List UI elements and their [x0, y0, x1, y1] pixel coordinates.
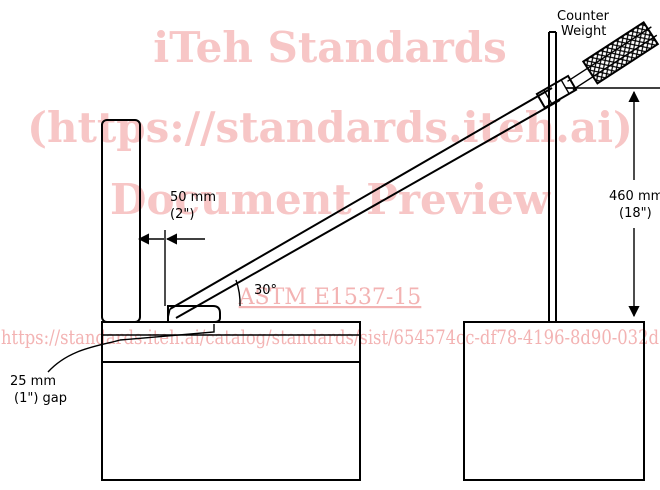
weight-label: Weight	[561, 24, 606, 39]
right-base-box	[463, 321, 645, 481]
watermark-catalog-url[interactable]: https://standards.iteh.ai/catalog/standa…	[1, 325, 659, 349]
counter-weight	[567, 20, 660, 91]
dim-460-mm-label: 460 mm	[609, 189, 660, 204]
base-plate	[167, 305, 221, 323]
watermark-line-2: (https://standards.iteh.ai)	[27, 103, 633, 152]
gap-in-label: (1") gap	[14, 391, 67, 406]
vertical-backing-board	[101, 119, 141, 323]
left-platform-box	[101, 321, 361, 481]
dimension-460mm: 460 mm (18")	[566, 87, 660, 318]
left-platform	[101, 321, 361, 481]
dim-460-in-label: (18")	[619, 206, 652, 221]
gap-mm-label: 25 mm	[10, 374, 56, 389]
gap-callout: 25 mm (1") gap	[10, 324, 215, 406]
angle-label: 30°	[254, 283, 277, 298]
counter-label: Counter	[557, 9, 610, 24]
right-stand	[463, 31, 645, 481]
dimension-50mm: 50 mm (2")	[137, 190, 216, 306]
watermark: iTeh Standards (https://standards.iteh.a…	[1, 23, 659, 349]
inclined-tube	[167, 87, 561, 319]
dim-50-in-label: (2")	[170, 207, 194, 222]
watermark-standard-link[interactable]: ASTM E1537-15	[238, 285, 422, 310]
stand-clamp	[535, 74, 578, 110]
angle-arc	[235, 279, 241, 307]
watermark-line-1: iTeh Standards	[153, 23, 506, 72]
dim-50-mm-label: 50 mm	[170, 190, 216, 205]
